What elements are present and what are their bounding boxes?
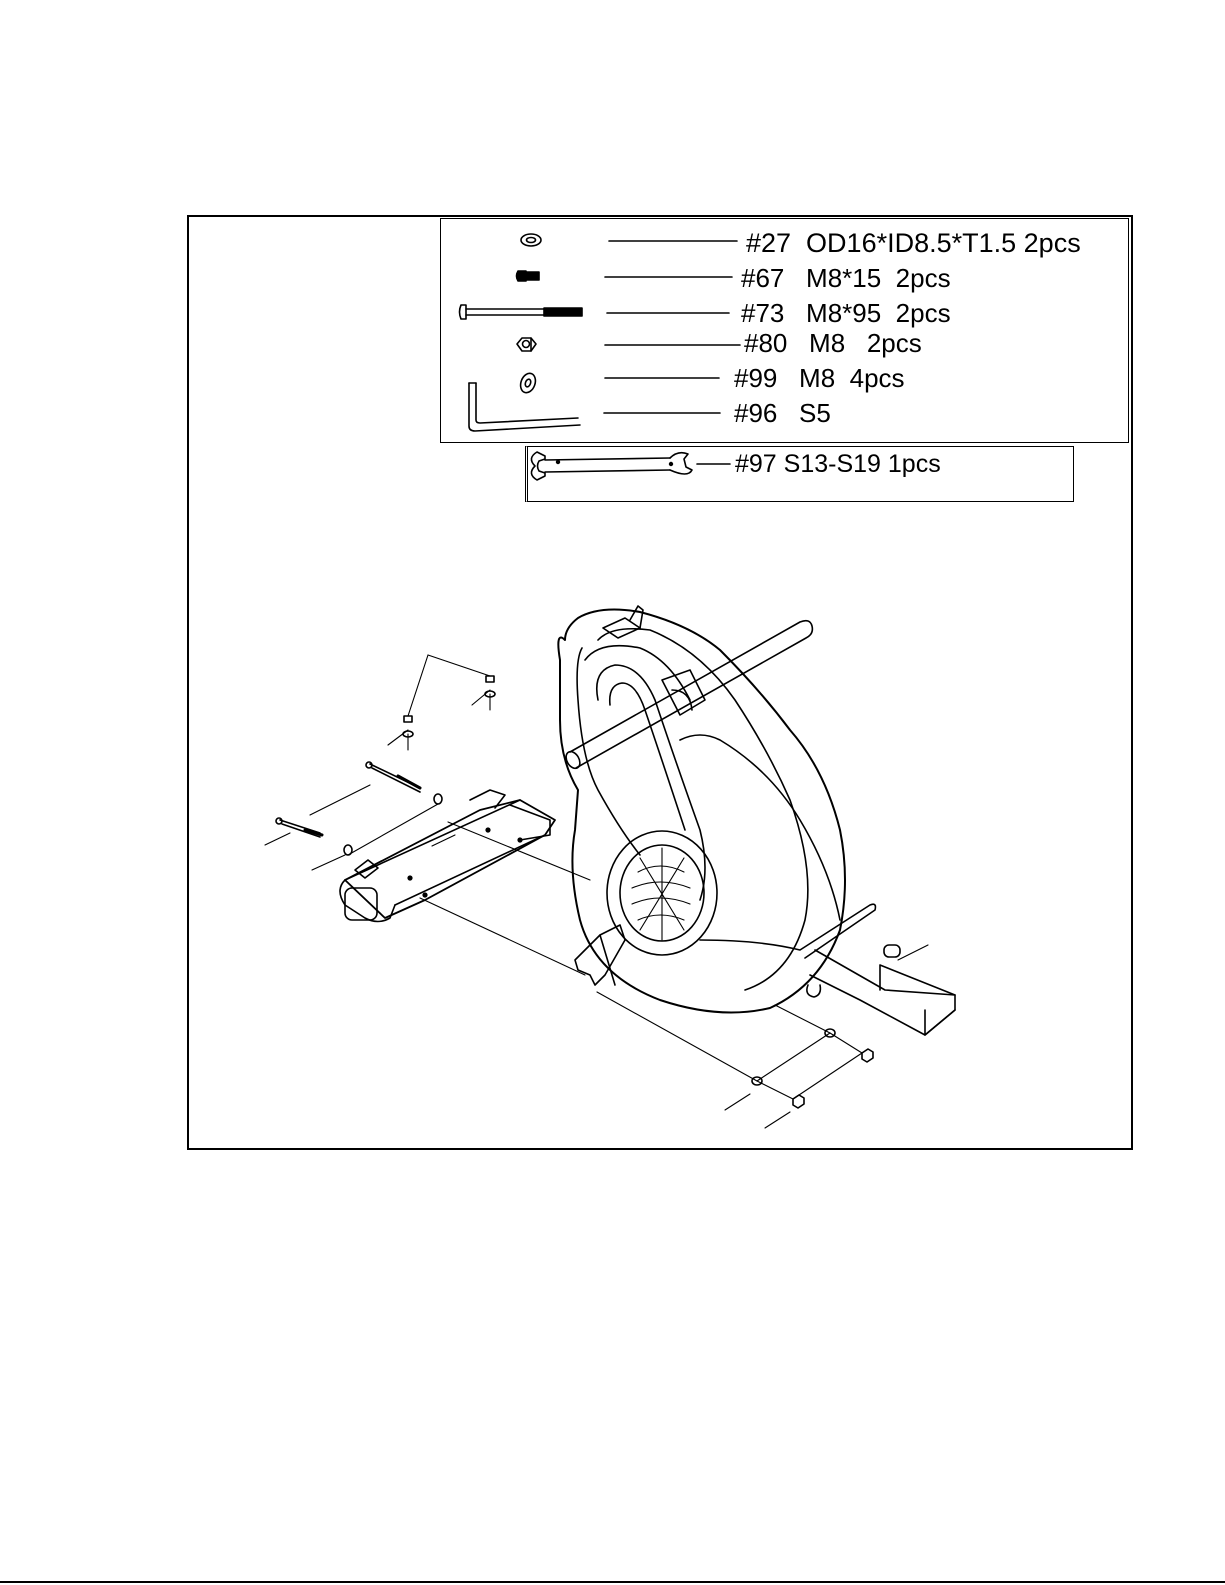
hardware-label-96: #96 S5 <box>734 400 831 426</box>
hardware-leader-lines <box>604 241 740 464</box>
page-bottom-rule <box>0 1581 1225 1583</box>
hardware-label-67: #67 M8*15 2pcs <box>741 265 951 291</box>
flywheel-housing <box>558 606 845 1013</box>
curved-washer-icon <box>518 371 538 395</box>
hardware-label-99: #99 M8 4pcs <box>734 365 905 391</box>
bolt-short-icon <box>517 271 540 281</box>
front-stabilizer <box>340 790 555 922</box>
hardware-label-27: #27 OD16*ID8.5*T1.5 2pcs <box>746 230 1081 257</box>
wrench-icon <box>531 452 692 480</box>
bolt-long-icon <box>460 305 583 319</box>
nut-icon <box>517 338 536 351</box>
washer-icon <box>521 234 541 246</box>
allen-key-icon <box>469 383 580 431</box>
alignment-lines <box>265 655 928 1128</box>
hardware-label-73: #73 M8*95 2pcs <box>741 300 951 326</box>
hardware-label-80: #80 M8 2pcs <box>744 330 922 356</box>
rear-rail <box>680 735 955 1035</box>
tool-label-97: #97 S13-S19 1pcs <box>735 452 941 477</box>
